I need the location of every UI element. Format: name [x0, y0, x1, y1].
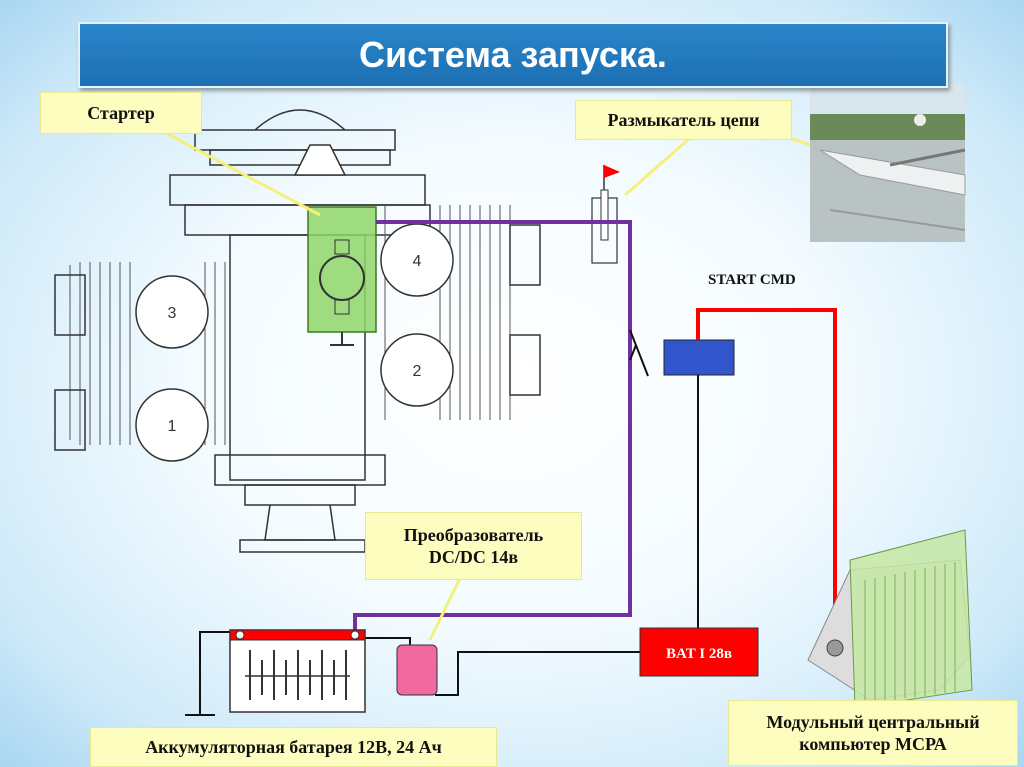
breaker-label: Размыкатель цепи	[575, 100, 792, 140]
dc-dc-converter[interactable]	[396, 644, 438, 696]
cylinder-1	[135, 388, 209, 462]
bat-28v-label: BAT I 28в	[666, 646, 732, 662]
title-bar: Система запуска.	[78, 22, 948, 88]
cylinder-3	[135, 275, 209, 349]
battery-label-text: Аккумуляторная батарея 12В, 24 Ач	[145, 736, 442, 757]
uav-photo	[810, 84, 966, 242]
starter-label-text: Стартер	[87, 102, 155, 123]
starter[interactable]	[307, 206, 377, 346]
circuit-breaker[interactable]	[591, 165, 620, 264]
starter-leader-line	[159, 128, 321, 217]
mcpa-computer-unit[interactable]	[807, 529, 973, 709]
start-cmd-label: START CMD	[708, 272, 796, 288]
converter-label: Преобразователь DC/DC 14в	[365, 512, 582, 580]
starter-label: Стартер	[40, 92, 202, 134]
converter-label-line1: Преобразователь	[403, 524, 544, 545]
cylinder-label-4: 4	[413, 253, 422, 270]
cylinder-label-3: 3	[168, 305, 177, 322]
bat-28v-box[interactable]	[639, 627, 759, 677]
battery-ground-wire	[185, 631, 240, 716]
converter-label-line2: DC/DC 14в	[428, 547, 519, 567]
computer-label-line2: компьютер МСРА	[799, 734, 947, 754]
converter-leader-line	[428, 577, 462, 641]
start-cmd-wire	[696, 308, 837, 638]
page-title: Система запуска.	[359, 34, 667, 75]
cylinder-label-2: 2	[413, 363, 422, 380]
cylinder-label-1: 1	[168, 418, 177, 435]
purple-wire	[353, 220, 632, 632]
breaker-label-text: Размыкатель цепи	[607, 109, 760, 130]
start-relay[interactable]	[629, 329, 735, 377]
battery-label: Аккумуляторная батарея 12В, 24 Ач	[90, 727, 497, 767]
bat-to-converter-wire	[435, 651, 640, 696]
engine-drawing	[54, 109, 541, 553]
breaker-leader-line	[624, 136, 691, 197]
computer-label: Модульный центральный компьютер МСРА	[728, 700, 1018, 766]
battery[interactable]	[229, 629, 366, 713]
computer-label-line1: Модульный центральный	[766, 711, 980, 732]
cylinder-2	[380, 333, 454, 407]
